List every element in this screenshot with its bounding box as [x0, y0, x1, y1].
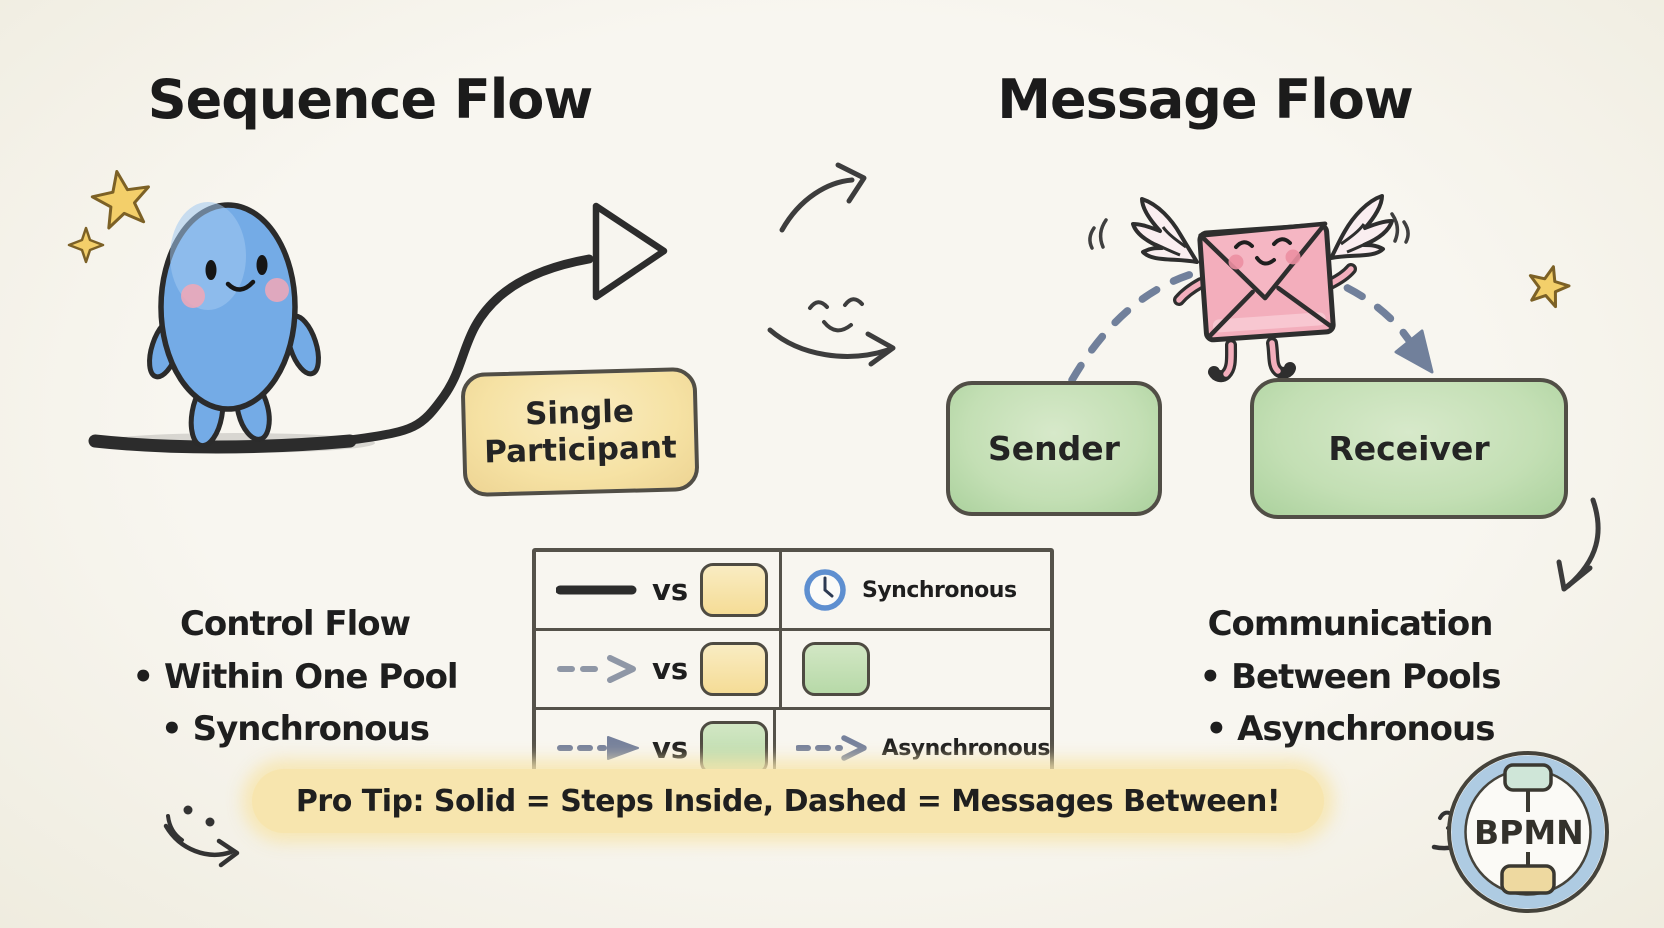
dashed-arrow-filled-icon	[557, 736, 639, 760]
task-box-icon	[700, 642, 769, 696]
table-row: vs Asynchronous	[536, 710, 1051, 786]
receiver-box: Receiver	[1250, 378, 1568, 519]
solid-line-icon	[556, 585, 637, 595]
vs-label: vs	[652, 573, 689, 607]
single-participant-box: Single Participant	[460, 366, 700, 498]
bpmn-badge-icon	[1447, 751, 1609, 913]
notes-bullet: • Asynchronous	[1205, 709, 1496, 750]
vs-label: vs	[652, 731, 689, 765]
doodle-arrows-smiley	[767, 162, 896, 367]
table-row: vs Synchronous	[536, 552, 1050, 631]
green-task-box-icon	[802, 642, 870, 696]
bpmn-badge-label: BPMN	[1474, 813, 1584, 852]
star-icon	[67, 170, 150, 264]
comparison-table: vs Synchronous vs	[532, 548, 1054, 790]
notes-heading: Communication	[1207, 604, 1494, 644]
dashed-arrow-icon	[795, 735, 867, 761]
notes-bullet: • Between Pools	[1199, 656, 1502, 697]
task-box-icon	[700, 563, 769, 617]
green-task-box-icon	[700, 721, 769, 775]
doodle-arrow-down	[1556, 497, 1601, 592]
message-flow-notes: Communication • Between Pools • Asynchro…	[1140, 598, 1560, 756]
doodle-smiley-arrow-left	[163, 805, 240, 868]
walking-character	[95, 202, 375, 453]
sequence-flow-arrow	[88, 202, 668, 454]
dashed-arrow-open-icon	[557, 655, 636, 683]
table-row: vs	[536, 631, 1050, 710]
sequence-flow-notes: Control Flow • Within One Pool • Synchro…	[85, 598, 505, 756]
vs-label: vs	[652, 652, 689, 686]
clock-icon	[804, 569, 846, 611]
asynchronous-label: Asynchronous	[881, 735, 1051, 761]
notes-heading: Control Flow	[179, 604, 411, 644]
notes-bullet: • Within One Pool	[132, 656, 458, 697]
sender-box: Sender	[946, 381, 1162, 516]
synchronous-label: Synchronous	[862, 577, 1017, 603]
pro-tip-banner: Pro Tip: Solid = Steps Inside, Dashed = …	[252, 769, 1324, 833]
sequence-flow-title: Sequence Flow	[147, 68, 594, 131]
star-icon	[1528, 265, 1571, 309]
message-envelope-character	[1088, 194, 1410, 383]
notes-bullet: • Synchronous	[161, 709, 430, 750]
message-flow-title: Message Flow	[997, 68, 1414, 131]
